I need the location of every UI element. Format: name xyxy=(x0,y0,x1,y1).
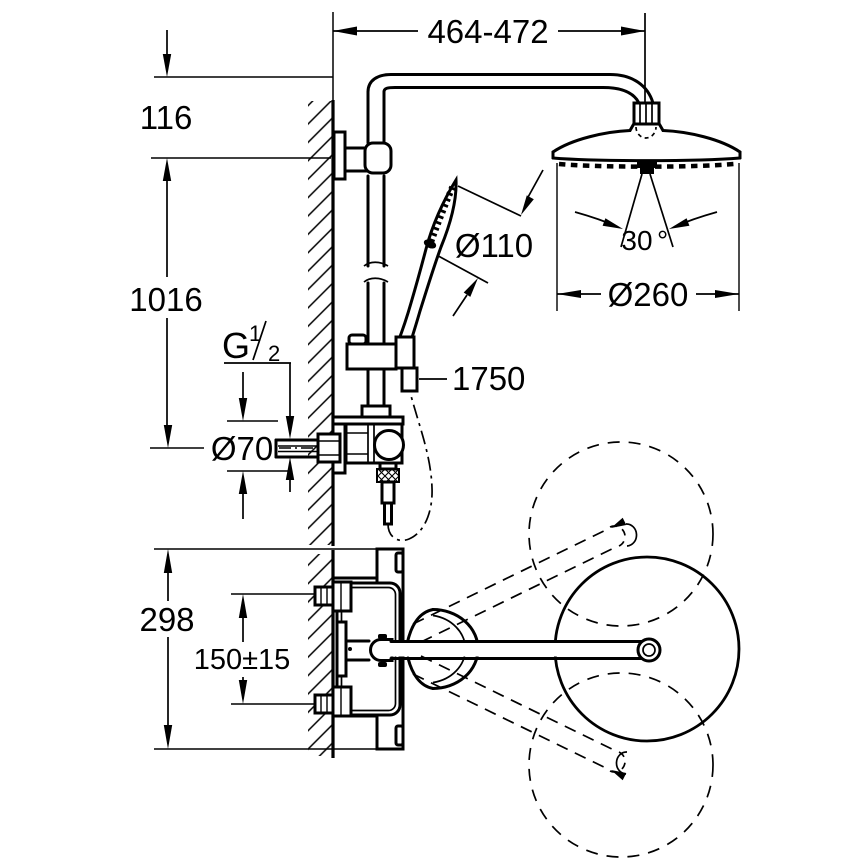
inlet-union-bottom xyxy=(313,693,335,715)
clip-top xyxy=(394,551,405,574)
thermostat-valve xyxy=(331,404,405,526)
union-nut xyxy=(316,432,342,464)
dim-label-116: 116 xyxy=(140,99,193,136)
hose-nut-knurled xyxy=(376,468,400,483)
dim-label-span: 464-472 xyxy=(427,13,548,50)
pipe-break-bottom xyxy=(363,277,389,283)
centre-piece xyxy=(335,620,348,678)
clip-bottom xyxy=(394,724,405,747)
head-circle-up xyxy=(528,441,714,627)
dimension-inlet-spacing: 150±15 xyxy=(194,593,333,705)
dim-label-thread-g: G xyxy=(222,325,250,366)
holder-cone xyxy=(394,335,416,370)
dimension-hose-length: 1750 xyxy=(419,360,525,397)
dim-label-thread-den: 2 xyxy=(268,341,280,366)
ball-joint-dashed xyxy=(635,126,657,139)
inlet-union-top xyxy=(313,585,335,607)
slide-holder xyxy=(345,333,419,393)
shower-arm xyxy=(366,73,655,105)
wall-top-view xyxy=(308,550,335,758)
dimension-span: 464-472 xyxy=(333,13,646,102)
dimension-handshower-dia: Ø110 xyxy=(430,169,544,317)
pipe-break-top xyxy=(363,261,389,267)
riser-pipe xyxy=(363,90,389,408)
inlet-nut-bottom xyxy=(331,685,353,718)
wall-bracket xyxy=(332,130,393,181)
dim-label-1750: 1750 xyxy=(452,360,525,397)
arm-socket xyxy=(369,638,394,662)
dimension-head-dia: Ø260 xyxy=(556,163,740,313)
dimension-thread: G 1 2 xyxy=(222,320,295,492)
hose-end xyxy=(383,501,393,526)
inlet-nut-top xyxy=(331,580,353,613)
hose-connector xyxy=(400,366,419,393)
dimension-rosette: Ø70 xyxy=(211,372,292,519)
supply-connection xyxy=(274,421,347,475)
swivel-arm-down xyxy=(412,655,628,781)
dim-label-degree: ° xyxy=(657,225,668,256)
dimension-rail-height: 1016 xyxy=(129,180,343,449)
arm-end-cap xyxy=(636,637,662,663)
valve-top-view xyxy=(313,547,405,751)
shower-hose xyxy=(387,391,433,542)
valve-knob xyxy=(373,429,405,461)
swivel-arm-up xyxy=(412,517,638,643)
dim-label-d260: Ø260 xyxy=(608,276,689,313)
head-circle-down xyxy=(528,672,714,858)
arm-bar xyxy=(389,637,662,663)
dim-label-thread-num: 1 xyxy=(249,321,261,346)
dim-label-1016: 1016 xyxy=(129,281,202,318)
head-shower xyxy=(551,101,742,174)
dim-label-298: 298 xyxy=(139,601,194,638)
dim-label-d70: Ø70 xyxy=(211,430,273,467)
dim-label-30: 30 xyxy=(621,225,652,256)
dim-label-d110: Ø110 xyxy=(455,227,533,264)
dimension-body-height: 298 xyxy=(139,548,377,750)
spray-face-end xyxy=(423,239,437,249)
dim-label-150: 150±15 xyxy=(194,644,291,676)
hose-nipple xyxy=(380,480,396,505)
dimension-arm-height: 116 xyxy=(140,30,333,181)
dimension-swivel-angle: 30 ° xyxy=(574,173,718,256)
